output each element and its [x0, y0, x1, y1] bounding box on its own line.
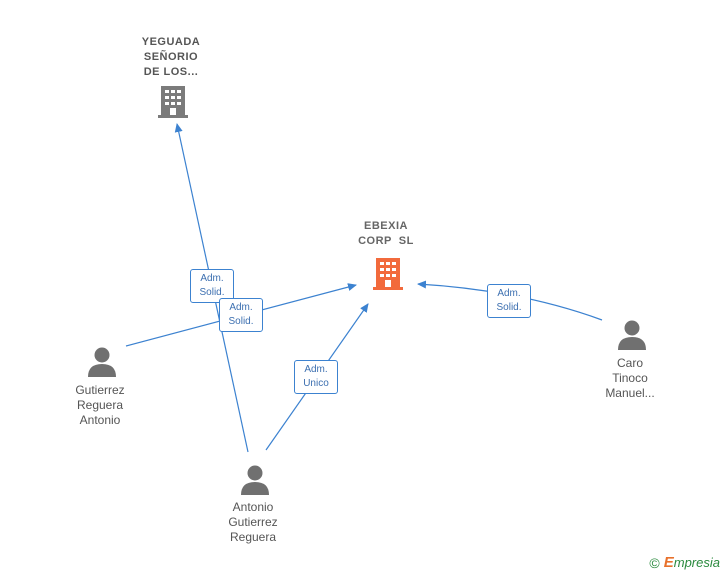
- person-label-caro[interactable]: Caro Tinoco Manuel...: [590, 356, 670, 401]
- relation-label[interactable]: Adm. Unico: [294, 360, 338, 394]
- relation-label[interactable]: Adm. Solid.: [190, 269, 234, 303]
- relation-label-line: Solid.: [228, 316, 254, 327]
- relation-label-line: Adm.: [200, 273, 224, 284]
- relation-label[interactable]: Adm. Solid.: [219, 298, 263, 332]
- label-line: Gutierrez: [228, 515, 278, 529]
- building-icon[interactable]: [373, 258, 403, 290]
- label-line: Tinoco: [612, 371, 648, 385]
- footer-brand: © Empresia: [649, 554, 720, 571]
- label-line: YEGUADA: [141, 36, 201, 48]
- person-label-antonio[interactable]: Antonio Gutierrez Reguera: [213, 500, 293, 545]
- label-line: Caro: [616, 356, 643, 370]
- relation-label-line: Solid.: [496, 302, 522, 313]
- person-icon[interactable]: [88, 347, 116, 378]
- relation-label-line: Adm.: [229, 302, 253, 313]
- label-line: Manuel...: [605, 386, 655, 400]
- brand-initial: E: [663, 554, 674, 571]
- relation-label-line: Solid.: [199, 287, 225, 298]
- label-line: Gutierrez: [75, 383, 125, 397]
- building-icon[interactable]: [158, 86, 188, 118]
- person-icon[interactable]: [618, 320, 646, 351]
- copyright-icon: ©: [649, 554, 660, 571]
- label-line: CORP SL: [358, 235, 414, 247]
- label-line: Reguera: [76, 398, 124, 412]
- company-label-yeguada[interactable]: YEGUADA SEÑORIO DE LOS...: [128, 35, 214, 80]
- label-line: Antonio: [232, 500, 274, 514]
- brand-logo[interactable]: Empresia: [664, 554, 720, 571]
- brand-name: mpresia: [673, 555, 720, 570]
- label-line: Reguera: [229, 530, 277, 544]
- person-label-gutierrez[interactable]: Gutierrez Reguera Antonio: [60, 383, 140, 428]
- label-line: Antonio: [79, 413, 121, 427]
- company-label-ebexia[interactable]: EBEXIA CORP SL: [343, 219, 429, 249]
- relation-label-line: Unico: [303, 378, 329, 389]
- relation-label-line: Adm.: [497, 288, 521, 299]
- label-line: DE LOS...: [143, 66, 199, 78]
- person-icon[interactable]: [241, 465, 269, 496]
- label-line: EBEXIA: [364, 220, 408, 232]
- relation-label[interactable]: Adm. Solid.: [487, 284, 531, 318]
- relation-label-line: Adm.: [304, 364, 328, 375]
- label-line: SEÑORIO: [143, 51, 199, 63]
